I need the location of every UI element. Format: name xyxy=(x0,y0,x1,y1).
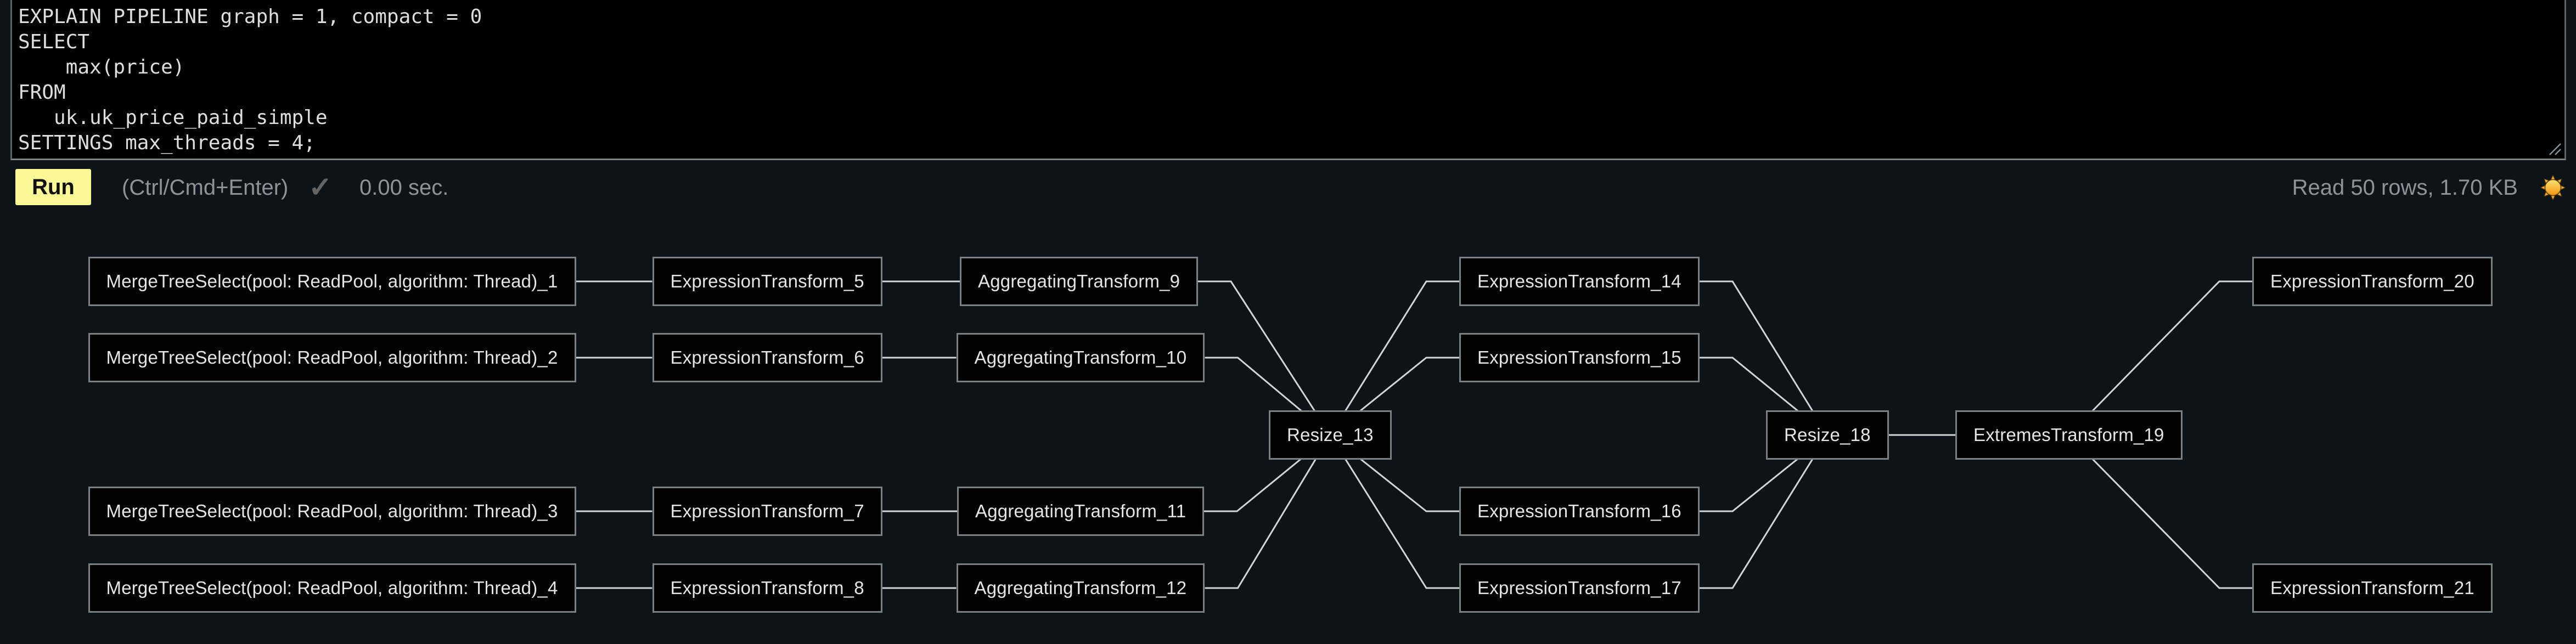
pipeline-node: ExpressionTransform_20 xyxy=(2252,257,2493,306)
pipeline-node: AggregatingTransform_12 xyxy=(956,563,1205,613)
pipeline-node: ExpressionTransform_8 xyxy=(652,563,882,613)
pipeline-node: MergeTreeSelect(pool: ReadPool, algorith… xyxy=(88,563,576,613)
pipeline-node: AggregatingTransform_11 xyxy=(957,487,1205,536)
pipeline-node: ExtremesTransform_19 xyxy=(1955,410,2183,460)
pipeline-node: MergeTreeSelect(pool: ReadPool, algorith… xyxy=(88,333,576,382)
pipeline-node: ExpressionTransform_21 xyxy=(2252,563,2493,613)
success-check-icon: ✓ xyxy=(308,172,333,204)
pipeline-node: ExpressionTransform_5 xyxy=(652,257,882,306)
run-shortcut-hint: (Ctrl/Cmd+Enter) xyxy=(122,175,289,200)
read-stats: Read 50 rows, 1.70 KB xyxy=(2292,175,2518,200)
pipeline-node: ExpressionTransform_16 xyxy=(1459,487,1700,536)
pipeline-node: ExpressionTransform_7 xyxy=(652,487,882,536)
pipeline-node: MergeTreeSelect(pool: ReadPool, algorith… xyxy=(88,487,576,536)
pipeline-node: ExpressionTransform_17 xyxy=(1459,563,1700,613)
query-editor-panel: EXPLAIN PIPELINE graph = 1, compact = 0 … xyxy=(10,0,2566,160)
pipeline-node: ExpressionTransform_15 xyxy=(1459,333,1700,382)
pipeline-node: Resize_18 xyxy=(1766,410,1889,460)
query-elapsed-time: 0.00 sec. xyxy=(359,175,449,200)
resize-grip-icon[interactable] xyxy=(2546,140,2562,156)
pipeline-node: ExpressionTransform_14 xyxy=(1459,257,1700,306)
pipeline-node: ExpressionTransform_6 xyxy=(652,333,882,382)
pipeline-node: AggregatingTransform_9 xyxy=(960,257,1199,306)
sun-icon[interactable] xyxy=(2540,174,2566,201)
pipeline-node: AggregatingTransform_10 xyxy=(956,333,1205,382)
pipeline-node: Resize_13 xyxy=(1269,410,1392,460)
pipeline-node: MergeTreeSelect(pool: ReadPool, algorith… xyxy=(88,257,576,306)
toolbar: Run (Ctrl/Cmd+Enter) ✓ 0.00 sec. Read 50… xyxy=(0,160,2576,230)
query-editor[interactable]: EXPLAIN PIPELINE graph = 1, compact = 0 … xyxy=(18,5,482,154)
run-button[interactable]: Run xyxy=(15,169,91,205)
